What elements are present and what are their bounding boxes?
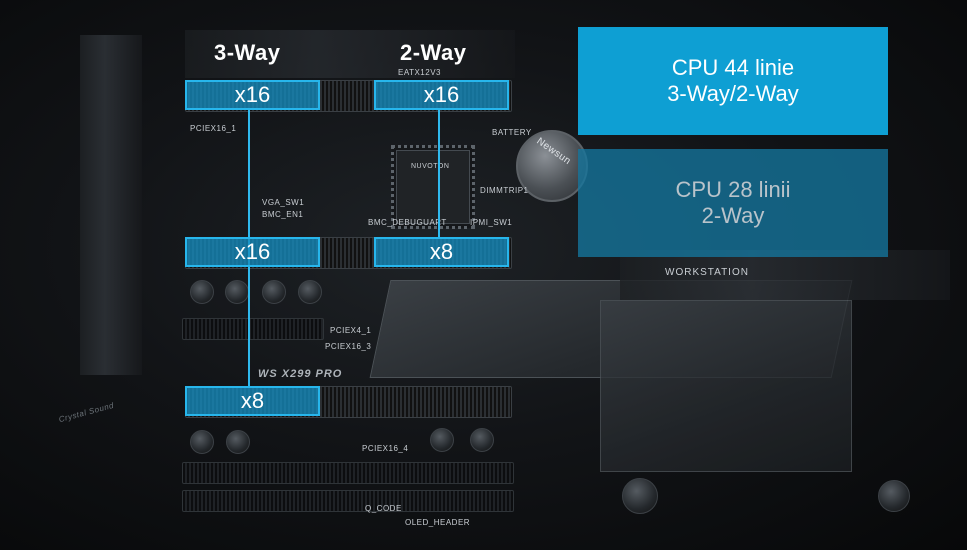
two-way-connector-line <box>438 110 440 237</box>
capacitor <box>470 428 494 452</box>
capacitor <box>262 280 286 304</box>
cpu-44-line1: CPU 44 linie <box>671 55 795 80</box>
cpu-44-lanes-box: CPU 44 linie 3-Way/2-Way <box>578 27 888 135</box>
cpu-28-line1: CPU 28 linii <box>675 177 791 202</box>
cpu-44-line2: 3-Way/2-Way <box>667 81 799 106</box>
silk-bmc-en1: BMC_EN1 <box>262 210 304 219</box>
silk-workstation: WORKSTATION <box>665 267 749 278</box>
slot3-three-way-highlight: x8 <box>185 386 320 416</box>
silk-oled-header: OLED_HEADER <box>405 518 471 527</box>
capacitor <box>430 428 454 452</box>
silk-pciex16-4: PCIEX16_4 <box>362 444 409 453</box>
capacitor <box>878 480 910 512</box>
right-heatsink <box>620 250 950 300</box>
battery-brand: Newsun <box>534 135 573 168</box>
slot1-two-way-highlight: x16 <box>374 80 509 110</box>
cmos-battery: Newsun <box>516 130 588 202</box>
two-way-title: 2-Way <box>400 40 467 65</box>
capacitor <box>225 280 249 304</box>
capacitor <box>298 280 322 304</box>
pcie-slot-4 <box>182 462 514 484</box>
slot2-three-way-highlight: x16 <box>185 237 320 267</box>
silk-ipmi-sw1: IPMI_SW1 <box>470 218 513 227</box>
silk-model: WS X299 PRO <box>258 368 343 380</box>
silk-pciex16-3: PCIEX16_3 <box>325 342 372 351</box>
cpu-28-line2: 2-Way <box>701 203 765 228</box>
silk-pciex16-1: PCIEX16_1 <box>190 124 237 133</box>
pcie-slot-x4 <box>182 318 324 340</box>
silk-dimmtrip1: DIMMTRIP1 <box>480 186 529 195</box>
bmc-chip: NUVOTON <box>391 145 475 229</box>
silk-battery: BATTERY <box>492 128 532 137</box>
capacitor <box>226 430 250 454</box>
three-way-title: 3-Way <box>214 40 281 65</box>
silk-eatx: EATX12V3 <box>398 68 441 77</box>
silk-bmc-debuguart: BMC_DEBUGUART <box>368 218 447 227</box>
vrm-heatsink-left <box>80 35 142 375</box>
cpu-28-lanes-box: CPU 28 linii 2-Way <box>578 149 888 257</box>
silk-vga-sw1: VGA_SW1 <box>262 198 305 207</box>
capacitor <box>622 478 658 514</box>
slot1-three-way-highlight: x16 <box>185 80 320 110</box>
m2-heatsink <box>600 300 852 472</box>
silk-crystal-sound: Crystal Sound <box>57 400 115 425</box>
capacitor <box>190 430 214 454</box>
vrm-heatsink-top <box>185 30 515 78</box>
silk-pciex4-1: PCIEX4_1 <box>330 326 372 335</box>
pcie-slot-5 <box>182 490 514 512</box>
capacitor <box>190 280 214 304</box>
slot2-two-way-highlight: x8 <box>374 237 509 267</box>
chip-brand: NUVOTON <box>411 163 450 170</box>
silk-q-code: Q_CODE <box>365 504 402 513</box>
